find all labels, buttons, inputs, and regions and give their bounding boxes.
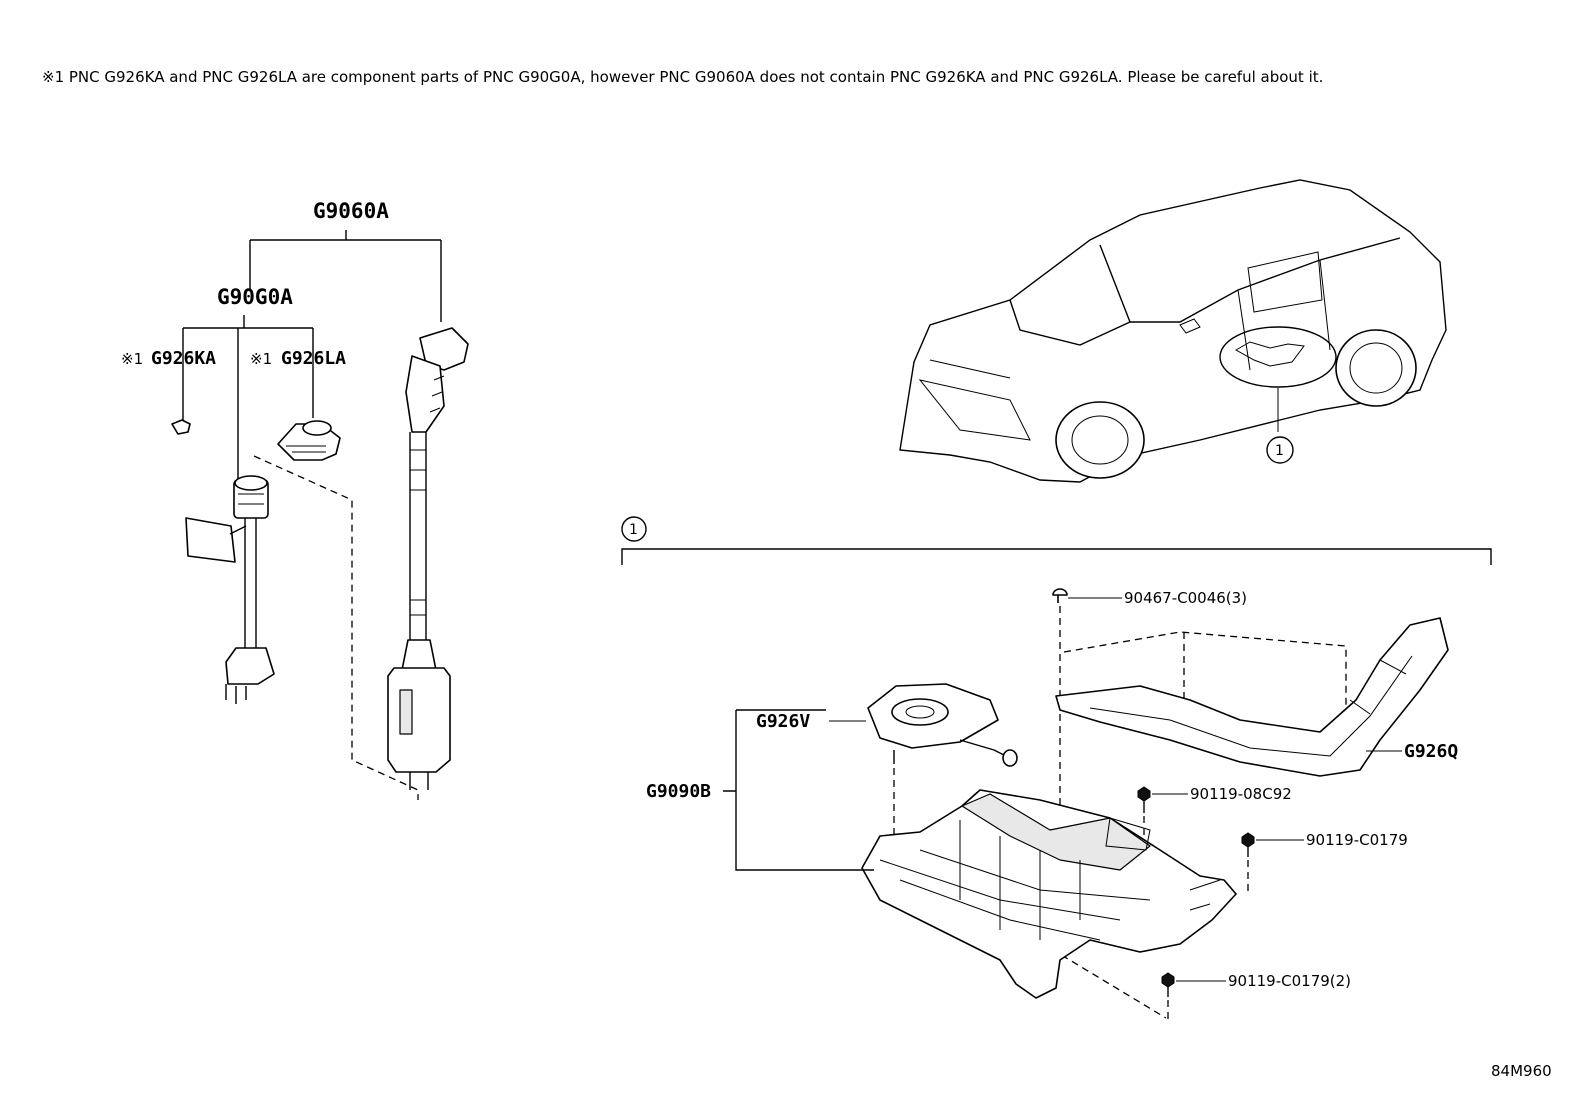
- bolt-90119-08c92: [1137, 786, 1151, 813]
- vehicle-illustration: 1: [899, 179, 1447, 483]
- charging-cable-group: G9060A G90G0A ※1 G926KA ※1 G926LA: [121, 199, 469, 800]
- callout-circle-detail: [621, 516, 647, 542]
- drawing-number: 84M960: [1491, 1062, 1552, 1080]
- label-90119-c0179-2: 90119-C0179(2): [1228, 972, 1351, 990]
- callout-number-detail: 1: [629, 522, 638, 538]
- detail-section: 1 90467-C0046(3) G926Q 90119-08C92 9: [621, 516, 1492, 1022]
- cable-tag: [185, 517, 236, 563]
- g9060a-bracket: [249, 230, 442, 322]
- callout-number-vehicle: 1: [1275, 443, 1284, 459]
- charger-assembly-g9090b: [861, 789, 1237, 999]
- bolt-90119-c0179: [1241, 832, 1255, 857]
- ref-mark-1: ※1: [121, 350, 143, 368]
- ccid-cable-unit: [387, 327, 469, 790]
- component-location-circle: [1219, 326, 1337, 388]
- label-g9090b: G9090B: [646, 781, 711, 802]
- label-90119-08c92: 90119-08C92: [1190, 785, 1292, 803]
- parts-note: ※1 PNC G926KA and PNC G926LA are compone…: [42, 68, 1323, 86]
- g926la-holder: [277, 420, 341, 461]
- bracket-g926v: [867, 683, 1018, 767]
- bolt-dashline-3: [999, 917, 1169, 1022]
- label-g926la: G926LA: [281, 348, 346, 369]
- label-g926v: G926V: [756, 711, 810, 732]
- ref-mark-2: ※1: [250, 350, 272, 368]
- label-g90g0a: G90G0A: [217, 285, 293, 309]
- g9090b-bracket: [723, 709, 874, 871]
- label-90119-c0179: 90119-C0179: [1306, 831, 1408, 849]
- charging-plug-cable: [185, 475, 275, 704]
- g926ka-cap: [171, 419, 191, 435]
- label-g926ka: G926KA: [151, 348, 216, 369]
- clip-90467: [1052, 588, 1068, 603]
- callout-circle-vehicle: [1266, 436, 1294, 464]
- detail-bracket: [621, 548, 1492, 565]
- cover-dashline: [1063, 631, 1347, 710]
- cover-g926q: [1055, 617, 1449, 777]
- label-90467: 90467-C0046(3): [1124, 589, 1247, 607]
- label-g926q: G926Q: [1404, 741, 1458, 762]
- g90g0a-bracket: [182, 315, 314, 480]
- label-g9060a: G9060A: [313, 199, 389, 223]
- bolt-90119-c0179-2: [1161, 972, 1175, 997]
